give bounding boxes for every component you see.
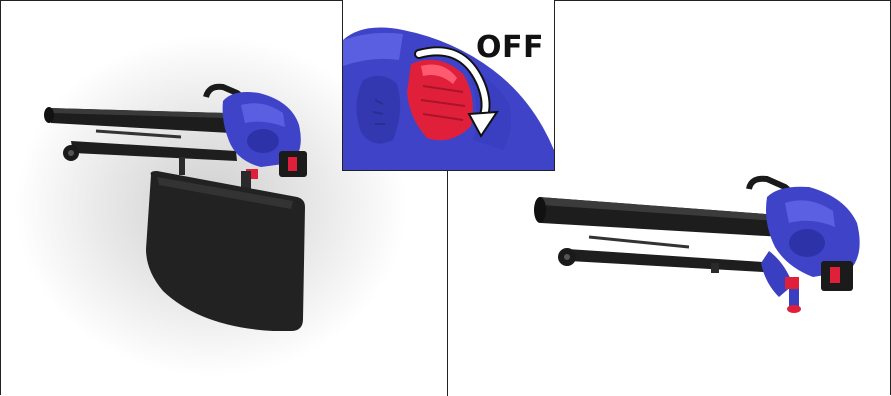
switch-detail-inset: OFF	[342, 0, 555, 171]
switch-state-label: OFF	[476, 30, 544, 65]
rotary-switch-icon	[343, 0, 554, 170]
